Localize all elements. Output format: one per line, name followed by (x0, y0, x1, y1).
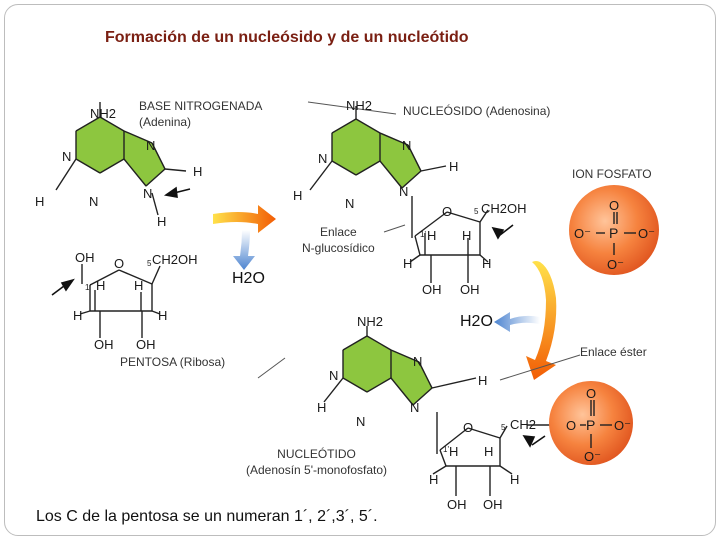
atom-h: H (429, 472, 438, 487)
leader-lines (257, 101, 581, 381)
atom-n: N (318, 151, 327, 166)
adenine-base (55, 102, 187, 216)
reaction-arrow-orange-2 (526, 261, 557, 380)
nucleoside-ribose (409, 209, 489, 283)
label-base: BASE NITROGENADA (Adenina) (139, 99, 263, 129)
pentose-ribose (79, 264, 161, 338)
label-nucleoside: NUCLEÓSIDO (Adenosina) (403, 104, 551, 118)
atom-h: H (403, 256, 412, 271)
carbon-number: 1' (420, 230, 426, 239)
atom-o-minus: O⁻ (614, 418, 631, 433)
atom-h: H (484, 444, 493, 459)
water-arrow-blue-1 (233, 230, 255, 270)
atom-nh2: NH2 (90, 106, 116, 121)
carbon-number: 5 (147, 259, 152, 268)
carbon-number: 5 (501, 423, 506, 432)
footnote: Los C de la pentosa se un numeran 1´, 2´… (36, 508, 378, 525)
atom-h: H (293, 188, 302, 203)
nucleotide-base (323, 326, 477, 454)
atom-nh2: NH2 (346, 98, 372, 113)
atom-h: H (134, 278, 143, 293)
atom-h: H (449, 444, 458, 459)
atom-o: O (566, 418, 576, 433)
atom-p: P (586, 417, 595, 433)
atom-o: O (609, 198, 619, 213)
atom-n: N (345, 196, 354, 211)
atom-h: H (193, 164, 202, 179)
atom-oh: OH (75, 250, 95, 265)
carbon-number: 1' (443, 445, 449, 454)
atom-h: H (482, 256, 491, 271)
atom-p: P (609, 225, 618, 241)
adenine-hexagon (75, 116, 125, 174)
carbon-number: 5 (474, 207, 479, 216)
label-ester-bond: Enlace éster (580, 345, 647, 359)
atom-n: N (146, 138, 155, 153)
atom-ch2: CH2 (510, 417, 536, 432)
label-water-2: H2O (460, 313, 493, 330)
label-pentose: PENTOSA (Ribosa) (120, 355, 226, 369)
atom-h: H (96, 278, 105, 293)
atom-h: H (35, 194, 44, 209)
pointer-arrows (51, 186, 546, 448)
label-water-1: H2O (232, 270, 265, 287)
atom-n: N (413, 354, 422, 369)
atom-oh: OH (94, 337, 114, 352)
atom-n: N (89, 194, 98, 209)
atom-h: H (462, 228, 471, 243)
atom-h: H (510, 472, 519, 487)
atom-o: O (586, 386, 596, 401)
atom-oh: OH (447, 497, 467, 512)
atom-n: N (143, 186, 152, 201)
carbon-number: 1' (85, 283, 91, 292)
atom-n: N (356, 414, 365, 429)
atom-h: H (157, 214, 166, 229)
slide-title: Formación de un nucleósido y de un nucle… (105, 29, 469, 46)
atom-n: N (399, 184, 408, 199)
nucleotide-ribose (432, 424, 569, 496)
atom-h: H (317, 400, 326, 415)
atom-o: O (442, 204, 452, 219)
atom-h: H (427, 228, 436, 243)
atom-ch2oh: CH2OH (152, 252, 198, 267)
atom-n: N (402, 138, 411, 153)
phosphate-group (549, 381, 633, 465)
atom-o: O (114, 256, 124, 271)
atom-h: H (158, 308, 167, 323)
reaction-arrow-orange-1 (213, 205, 276, 233)
atom-o-minus: O⁻ (584, 449, 601, 464)
nucleoside-base (309, 106, 447, 238)
atom-oh: OH (483, 497, 503, 512)
atom-oh: OH (136, 337, 156, 352)
atom-nh2: NH2 (357, 314, 383, 329)
atom-o: O (463, 420, 473, 435)
phosphate-ion (569, 185, 659, 275)
atom-o-minus: O⁻ (638, 226, 655, 241)
atom-o-minus: O⁻ (607, 257, 624, 272)
label-glycosidic-bond: Enlace N-glucosídico (302, 225, 375, 255)
water-arrow-blue-2 (494, 312, 540, 332)
atom-ch2oh: CH2OH (481, 201, 527, 216)
atom-n: N (329, 368, 338, 383)
atom-h: H (73, 308, 82, 323)
atom-o-minus: O⁻ (574, 226, 591, 241)
atom-h: H (478, 373, 487, 388)
atom-n: N (62, 149, 71, 164)
label-phosphate-ion: ION FOSFATO (572, 167, 652, 181)
atom-n: N (410, 400, 419, 415)
atom-h: H (449, 159, 458, 174)
atom-oh: OH (422, 282, 442, 297)
atom-oh: OH (460, 282, 480, 297)
label-nucleotide: NUCLEÓTIDO (Adenosín 5'-monofosfato) (246, 447, 388, 477)
